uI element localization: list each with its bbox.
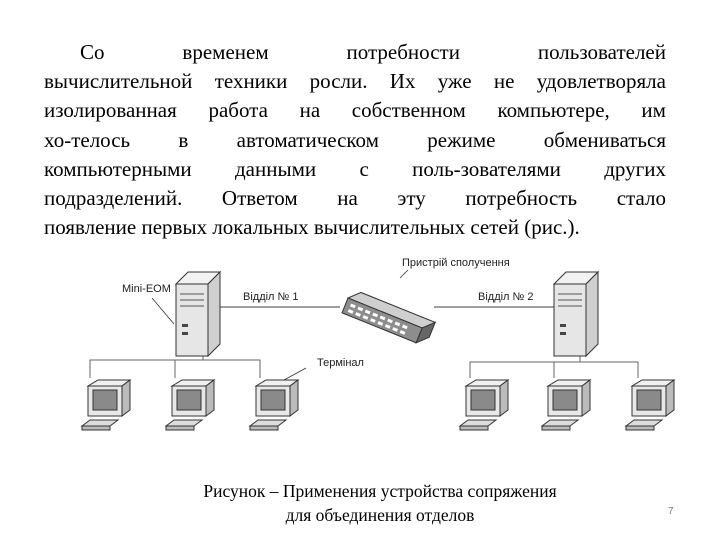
workstation [249,379,299,431]
workstation [625,379,675,431]
word: росли. [309,69,368,94]
dept1-label: Відділ № 1 [243,291,299,303]
caption-line: для объединения отделов [285,505,475,525]
mini-eom-server-left [175,271,221,357]
device-label: Пристрій сполучення [402,257,510,269]
word: техники [214,69,288,94]
word: Их [389,69,416,94]
workstation [459,379,509,431]
word: Со [80,40,105,64]
word: изолированная [44,98,177,123]
paragraph-line: вычислительной техники росли. Их уже не … [44,67,666,96]
word: уже [437,69,472,94]
word: стало [616,186,666,211]
mini-eom-server-right [553,271,599,357]
paragraph-line: компьютерными данными с поль-зователями … [44,155,666,184]
word: вычислительной [44,69,193,94]
coupling-device [341,291,437,344]
workstation [165,379,215,431]
word: в [178,127,189,152]
word: потребности [346,40,460,64]
workstation [541,379,591,431]
word: поль-зователями [412,156,561,181]
word: на [337,186,358,211]
page-number: 7 [668,506,674,517]
network-diagram: Mini-EOM Відділ № 1 Пристрій сполучення … [81,257,675,431]
word: потребность [465,186,578,211]
paragraph-line: хо-телось в автоматическом режиме обмени… [44,126,666,155]
terminal-label: Термінал [317,357,364,369]
word: появление первых локальных вычислительны… [44,215,580,240]
word: работа [208,98,268,123]
word: с [359,156,369,181]
word: хо-телось [44,127,131,152]
word: эту [397,186,426,211]
paragraph-line: появление первых локальных вычислительны… [44,213,666,242]
word: удовлетворяла [536,69,666,94]
caption-line: Рисунок – Применения устройства сопряжен… [203,481,557,501]
mini-eom-label: Mini-EOM [122,283,171,295]
word: других [604,156,666,181]
word: временем [182,40,269,64]
word: подразделений. [44,186,183,211]
paragraph-line: подразделений. Ответом на эту потребност… [44,184,666,213]
word: компьютере, [497,98,610,123]
word: на [299,98,321,123]
paragraph-line: изолированная работа на собственном комп… [44,96,666,125]
dept2-label: Відділ № 2 [478,291,534,303]
word: собственном [351,98,466,123]
figure-caption: Рисунок – Применения устройства сопряжен… [130,479,630,527]
workstation [81,379,131,431]
word: Ответом [221,186,298,211]
word: автоматическом [236,127,379,152]
body-paragraph: Со временем потребности пользователей вы… [44,38,666,242]
paragraph-line: Со временем потребности пользователей [44,38,666,67]
word: режиме [427,127,496,152]
word: обмениваться [543,127,666,152]
word: им [641,98,666,123]
word: данными [234,156,317,181]
word: компьютерными [44,156,192,181]
word: пользователей [537,40,666,64]
word: не [493,69,515,94]
